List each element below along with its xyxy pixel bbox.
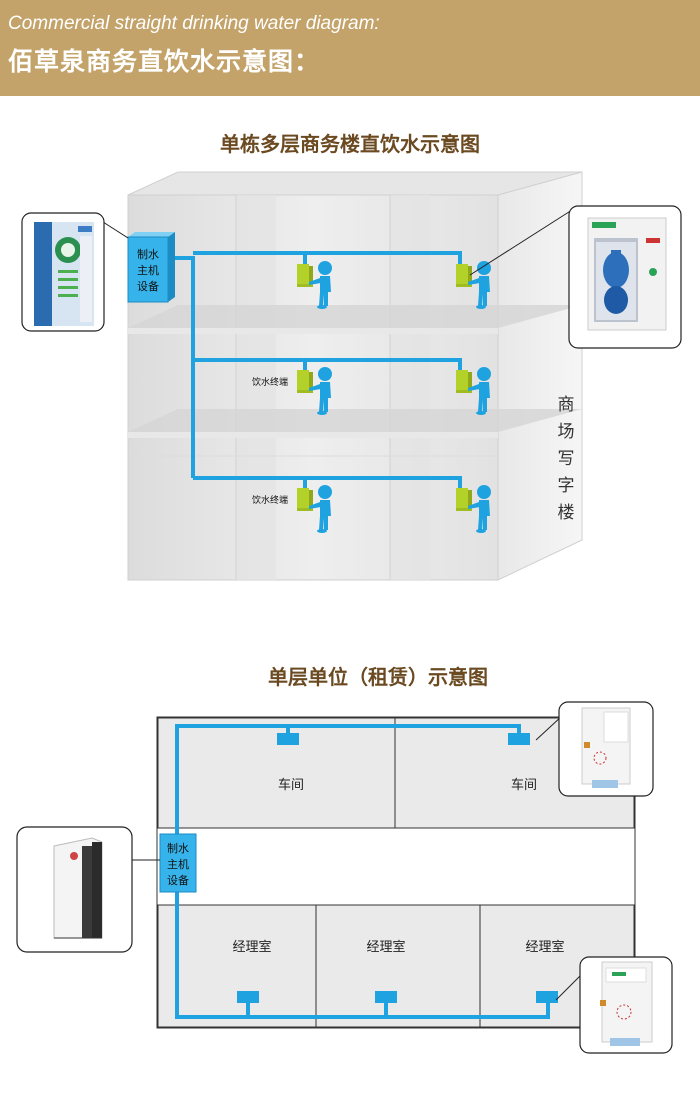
header-title-cn: 佰草泉商务直饮水示意图： — [8, 47, 321, 76]
water-dispenser-callout — [469, 205, 682, 349]
header-banner: Commercial straight drinking water diagr… — [0, 0, 700, 96]
building-main-unit: 制水 主机 设备 — [127, 232, 175, 303]
terminal-label-floor-2: 饮水终端 — [252, 376, 288, 388]
cabinet-machine-callout — [16, 826, 160, 953]
svg-text:制水: 制水 — [167, 842, 189, 855]
terminal-label-floor-3: 饮水终端 — [252, 494, 288, 506]
svg-text:楼: 楼 — [558, 503, 575, 523]
room-label-office-1: 经理室 — [232, 939, 271, 955]
building-side-label: 商 场 写 字 楼 — [558, 395, 575, 523]
floor-dispenser-callout-top — [535, 701, 654, 797]
room-label-office-2: 经理室 — [366, 939, 405, 955]
room-labels: 车间 车间 经理室 经理室 经理室 — [232, 777, 564, 955]
room-label-office-3: 经理室 — [525, 939, 564, 955]
main-unit-line-1: 制水 — [137, 248, 159, 261]
building-diagram-title: 单栋多层商务楼直饮水示意图 — [220, 132, 480, 156]
floor-diagram-title: 单层单位（租赁）示意图 — [268, 665, 488, 689]
main-unit-line-3: 设备 — [137, 279, 159, 293]
floor-main-unit: 制水 主机 设备 — [159, 833, 197, 893]
purifier-machine-callout — [21, 212, 129, 332]
building-structure — [127, 171, 583, 581]
svg-text:商: 商 — [558, 395, 575, 415]
svg-text:场: 场 — [558, 422, 575, 442]
floor-plan — [156, 716, 636, 1029]
floor-dispenser-callout-bottom — [555, 956, 673, 1054]
room-label-workshop-right: 车间 — [511, 777, 537, 793]
svg-text:写: 写 — [558, 449, 575, 469]
floor-pipes — [175, 724, 550, 1019]
main-unit-line-2: 主机 — [137, 263, 159, 277]
svg-text:字: 字 — [558, 476, 575, 496]
room-label-workshop-left: 车间 — [278, 777, 304, 793]
header-title-en: Commercial straight drinking water diagr… — [8, 13, 380, 34]
svg-text:设备: 设备 — [167, 873, 189, 887]
svg-text:主机: 主机 — [167, 857, 189, 871]
floor-outlets — [237, 733, 558, 1003]
